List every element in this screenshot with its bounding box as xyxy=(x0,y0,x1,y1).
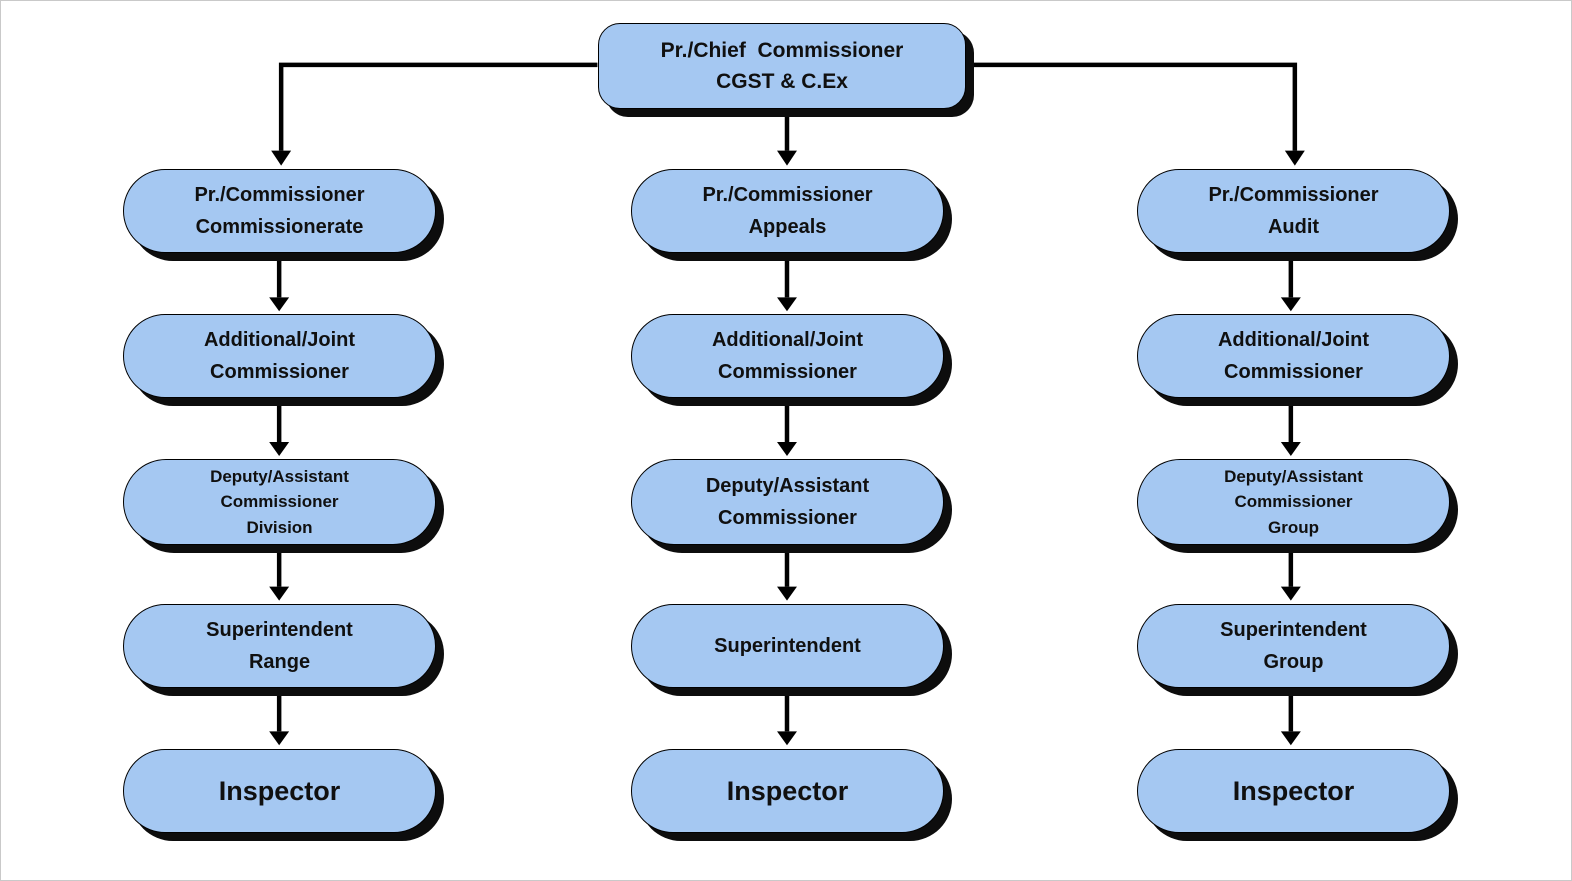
node-deputy-assistant-commissioner-division: Deputy/Assistant Commissioner Division xyxy=(123,459,436,545)
node-label-line: Superintendent xyxy=(714,635,861,657)
node-deputy-assistant-commissioner-col2: Deputy/Assistant Commissioner xyxy=(631,459,944,545)
node-label-line: Superintendent xyxy=(1220,619,1367,641)
node-label-line: Commissionerate xyxy=(195,216,364,238)
node-superintendent-range: Superintendent Range xyxy=(123,604,436,688)
node-label-line: Additional/Joint xyxy=(1217,329,1370,351)
node-label-line: Deputy/Assistant xyxy=(705,475,870,497)
node-label-line: CGST & C.Ex xyxy=(716,70,848,93)
node-label-line: Deputy/Assistant xyxy=(1224,466,1363,486)
node-label-line: Additional/Joint xyxy=(203,329,356,351)
node-label-line: Commissioner xyxy=(718,507,857,529)
node-label-line: Commissioner xyxy=(718,361,857,383)
node-label-line: Division xyxy=(246,517,313,537)
node-label-line: Range xyxy=(248,651,311,673)
node-label-line: Commissioner xyxy=(220,492,339,512)
connector-root-to-col3 xyxy=(964,62,1305,166)
node-pr-commissioner-audit: Pr./Commissioner Audit xyxy=(1137,169,1450,253)
node-label-line: Commissioner xyxy=(1234,492,1353,512)
node-superintendent-group: Superintendent Group xyxy=(1137,604,1450,688)
node-label-line: Commissioner xyxy=(1224,361,1363,383)
node-label-line: Superintendent xyxy=(206,619,353,641)
node-label-line: Pr./Commissioner xyxy=(702,184,873,206)
connector-root-to-col1 xyxy=(271,62,598,166)
node-inspector-col2: Inspector xyxy=(631,749,944,833)
node-label-line: Group xyxy=(1268,517,1319,537)
node-label-line: Inspector xyxy=(1232,775,1355,806)
node-label-line: Inspector xyxy=(218,775,341,806)
node-label-line: Pr./Commissioner xyxy=(1208,184,1379,206)
node-label-line: Appeals xyxy=(748,216,827,238)
node-label-line: Pr./Chief Commissioner xyxy=(660,38,904,62)
node-pr-commissioner-commissionerate: Pr./Commissioner Commissionerate xyxy=(123,169,436,253)
node-pr-commissioner-appeals: Pr./Commissioner Appeals xyxy=(631,169,944,253)
node-deputy-assistant-commissioner-group: Deputy/Assistant Commissioner Group xyxy=(1137,459,1450,545)
node-superintendent-col2: Superintendent xyxy=(631,604,944,688)
node-label-line: Commissioner xyxy=(210,361,349,383)
node-label-line: Audit xyxy=(1267,216,1320,238)
node-additional-joint-commissioner-col2: Additional/Joint Commissioner xyxy=(631,314,944,398)
node-label-line: Inspector xyxy=(726,775,849,806)
node-inspector-col3: Inspector xyxy=(1137,749,1450,833)
node-label-line: Deputy/Assistant xyxy=(210,466,349,486)
node-pr-chief-commissioner: Pr./Chief Commissioner CGST & C.Ex xyxy=(598,23,966,109)
node-additional-joint-commissioner-col3: Additional/Joint Commissioner xyxy=(1137,314,1450,398)
node-label-line: Group xyxy=(1263,651,1324,673)
node-inspector-col1: Inspector xyxy=(123,749,436,833)
node-label-line: Additional/Joint xyxy=(711,329,864,351)
node-additional-joint-commissioner-col1: Additional/Joint Commissioner xyxy=(123,314,436,398)
connector-root-to-col2 xyxy=(777,108,797,166)
node-label-line: Pr./Commissioner xyxy=(194,184,365,206)
